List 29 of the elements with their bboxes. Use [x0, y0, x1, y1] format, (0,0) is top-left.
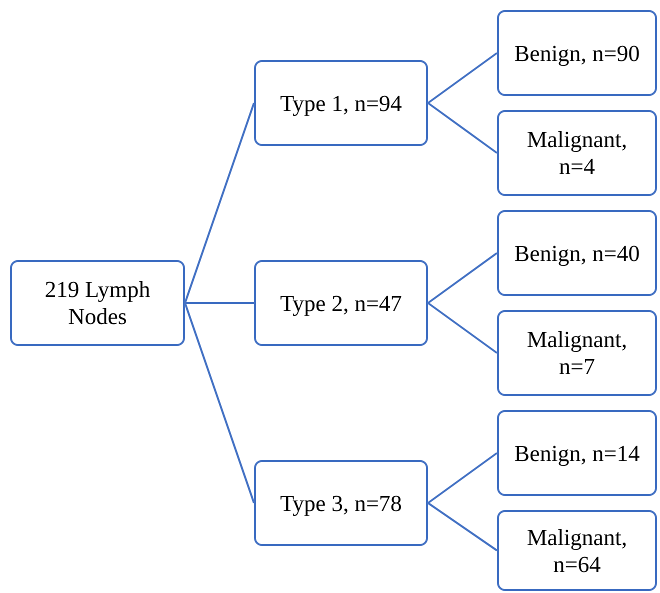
- connector-line: [185, 302, 254, 304]
- node-box: [254, 260, 428, 346]
- connector-line: [427, 52, 498, 104]
- node-box: [254, 60, 428, 146]
- connector-line: [427, 102, 498, 154]
- node-box: [497, 310, 657, 396]
- node-box: [497, 210, 657, 296]
- node-label: Malignant, n=64: [526, 524, 628, 578]
- node-label: Type 1, n=94: [280, 90, 402, 116]
- connector-line: [184, 102, 255, 304]
- node-box: [497, 10, 657, 96]
- node-label: Type 2, n=47: [280, 290, 402, 316]
- connector-line: [184, 302, 255, 504]
- node-label: 219 Lymph Nodes: [44, 276, 152, 330]
- connector-line: [427, 252, 498, 304]
- node-box: [497, 110, 657, 196]
- node-label: Type 3, n=78: [280, 490, 402, 516]
- connector-line: [427, 302, 498, 354]
- node-label: Benign, n=14: [514, 440, 640, 466]
- node-label: Malignant, n=7: [526, 326, 628, 380]
- node-label: Malignant, n=4: [526, 126, 628, 180]
- node-box: [497, 410, 657, 496]
- node-label: Benign, n=90: [514, 40, 640, 66]
- node-box: [10, 260, 185, 346]
- connector-line: [427, 452, 498, 504]
- node-box: [254, 460, 428, 546]
- connector-line: [427, 502, 498, 552]
- node-label: Benign, n=40: [514, 240, 640, 266]
- node-box: [497, 510, 657, 591]
